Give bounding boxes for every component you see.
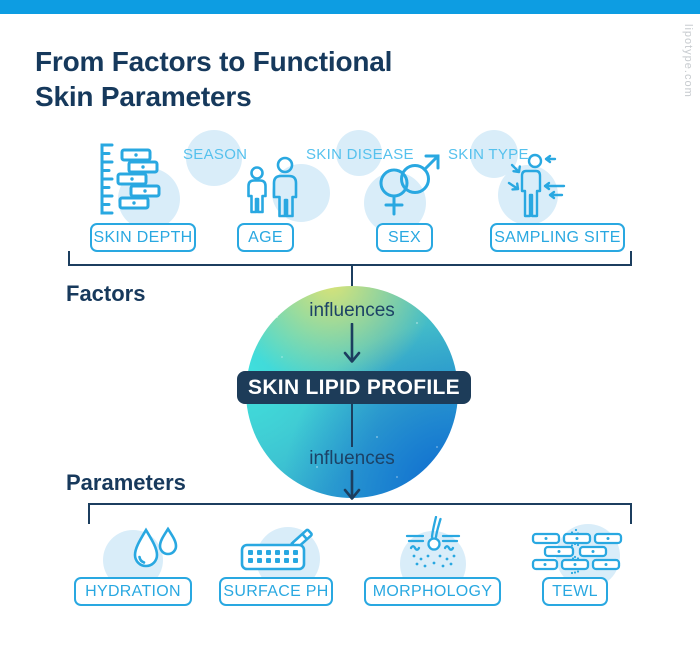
- floating-label-skin-type: SKIN TYPE: [448, 146, 529, 163]
- sex-gender-symbols-icon: [370, 152, 446, 220]
- parameter-box-morphology: MORPHOLOGY: [364, 577, 501, 606]
- influences-top-text: influences: [309, 300, 395, 321]
- floating-label-skin-disease: SKIN DISEASE: [306, 146, 414, 163]
- factor-label-skin-depth: SKIN DEPTH: [93, 228, 193, 246]
- parameter-box-hydration: HYDRATION: [74, 577, 192, 606]
- influences-bottom-text: influences: [309, 448, 395, 469]
- down-arrow-icon: [343, 470, 361, 504]
- page-title-line2: Skin Parameters: [35, 81, 252, 112]
- parameter-box-surface-ph: SURFACE PH: [219, 577, 333, 606]
- top-accent-bar: [0, 0, 700, 14]
- parameters-section-label: Parameters: [66, 470, 186, 495]
- page-title: From Factors to Functional Skin Paramete…: [35, 44, 392, 114]
- surface-ph-strip-icon: [240, 526, 316, 574]
- skin-lipid-profile-badge: SKIN LIPID PROFILE: [237, 371, 471, 404]
- parameters-bracket: [88, 503, 632, 524]
- morphology-follicle-icon: [405, 516, 461, 572]
- factors-stem-line: [351, 265, 353, 299]
- decorative-circle: [272, 164, 330, 222]
- factor-label-age: AGE: [248, 228, 283, 246]
- parameter-label-surface-ph: SURFACE PH: [223, 582, 329, 600]
- factor-label-sex: SEX: [388, 228, 421, 246]
- factors-section-label: Factors: [66, 281, 146, 306]
- tewl-bricks-icon: [531, 528, 627, 576]
- age-people-icon: [244, 156, 302, 218]
- skin-depth-ruler-icon: [96, 142, 168, 216]
- parameter-box-tewl: TEWL: [542, 577, 608, 606]
- factor-box-skin-depth: SKIN DEPTH: [90, 223, 196, 252]
- decorative-circle: [186, 130, 242, 186]
- floating-label-season: SEASON: [183, 146, 248, 163]
- parameter-label-hydration: HYDRATION: [85, 582, 181, 600]
- parameter-label-tewl: TEWL: [552, 582, 598, 600]
- watermark-text: lipotype.com: [682, 24, 694, 98]
- parameter-label-morphology: MORPHOLOGY: [372, 582, 493, 600]
- flow-stem-line: [351, 404, 353, 447]
- speckle-dots: [276, 316, 278, 318]
- skin-lipid-profile-label: SKIN LIPID PROFILE: [248, 375, 460, 399]
- hydration-droplets-icon: [128, 522, 186, 576]
- sampling-site-body-icon: [504, 152, 568, 220]
- factor-box-age: AGE: [237, 223, 294, 252]
- factor-label-sampling-site: SAMPLING SITE: [494, 228, 621, 246]
- down-arrow-icon: [343, 323, 361, 367]
- factor-box-sampling-site: SAMPLING SITE: [490, 223, 625, 252]
- factor-box-sex: SEX: [376, 223, 433, 252]
- factors-bracket: [68, 251, 632, 266]
- decorative-circle: [336, 130, 382, 176]
- page-title-line1: From Factors to Functional: [35, 46, 393, 77]
